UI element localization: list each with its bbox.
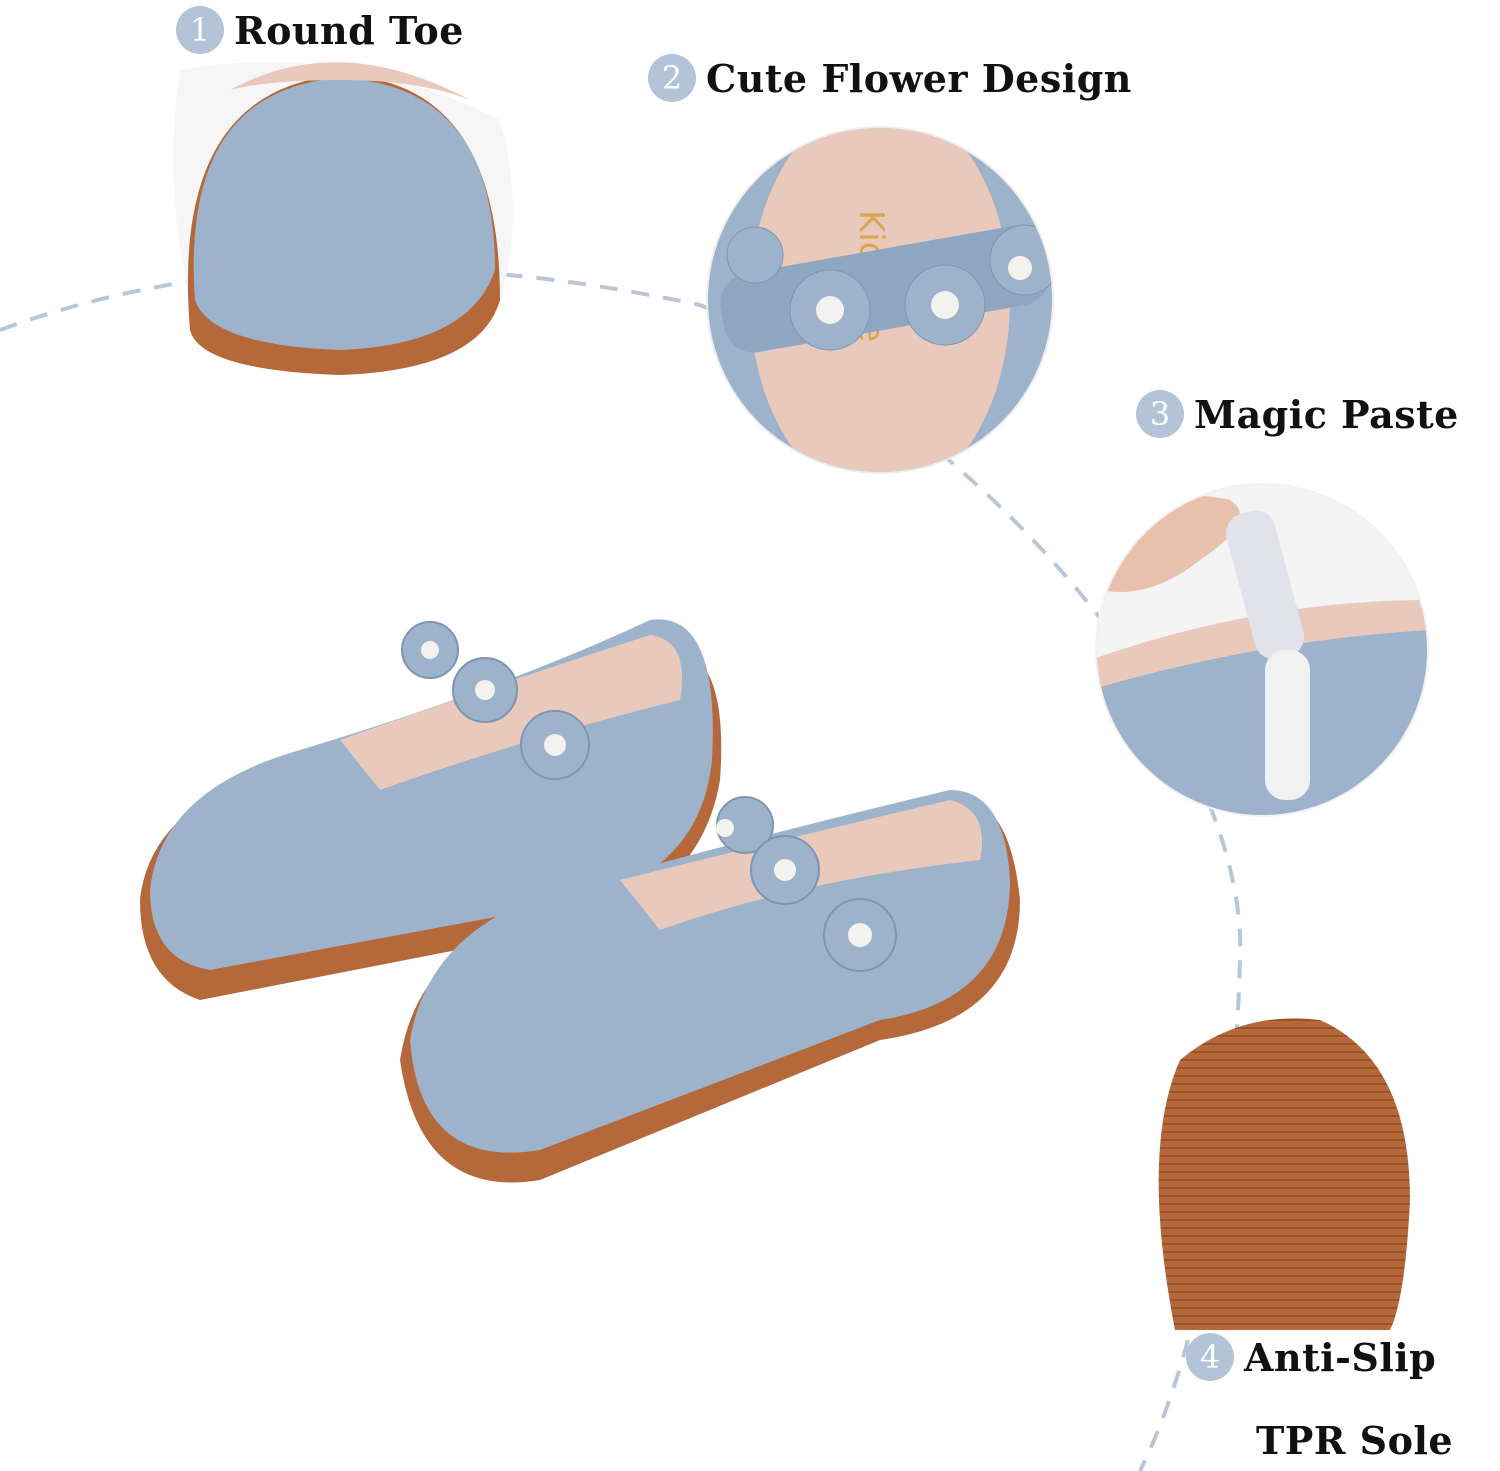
number-badge: 4 bbox=[1186, 1333, 1234, 1381]
number-badge: 3 bbox=[1136, 390, 1184, 438]
feature-label-magic-paste: 3 Magic Paste bbox=[1136, 390, 1459, 438]
feature-label-round-toe: 1 Round Toe bbox=[176, 6, 464, 54]
feature-title: Cute Flower Design bbox=[706, 55, 1132, 101]
magic-paste-image bbox=[1095, 483, 1429, 817]
feature-label-anti-slip: 4 Anti-Slip bbox=[1186, 1333, 1436, 1381]
number-badge: 1 bbox=[176, 6, 224, 54]
shoes-pair-image bbox=[140, 619, 1020, 1183]
feature-subtitle: TPR Sole bbox=[1256, 1418, 1454, 1463]
anti-slip-sole-image bbox=[1158, 1018, 1410, 1330]
number-badge: 2 bbox=[648, 54, 696, 102]
feature-label-flower-design: 2 Cute Flower Design bbox=[648, 54, 1132, 102]
feature-title: Anti-Slip bbox=[1244, 1334, 1437, 1380]
feature-title: Magic Paste bbox=[1194, 391, 1459, 437]
round-toe-image bbox=[173, 61, 513, 375]
feature-title: Round Toe bbox=[234, 7, 464, 53]
flower-design-image: Kidsnce bbox=[706, 126, 1054, 474]
